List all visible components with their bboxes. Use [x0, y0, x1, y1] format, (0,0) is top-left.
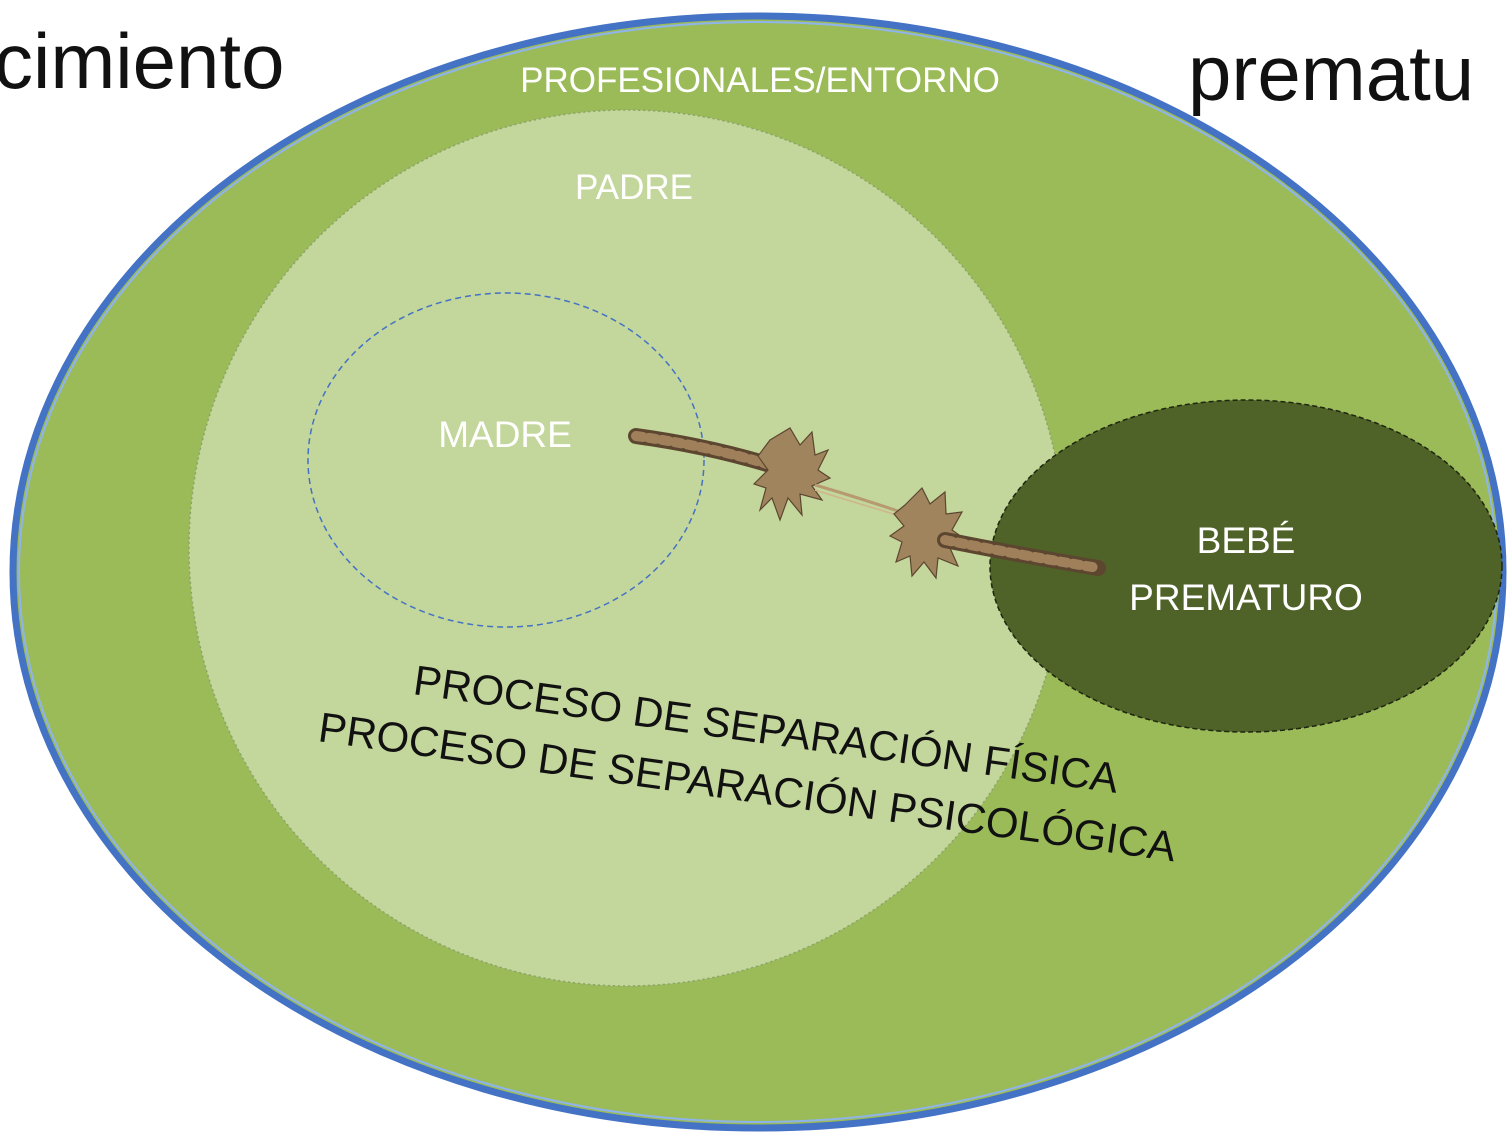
title-right: prematu [1188, 29, 1474, 117]
outer-label: PROFESIONALES/ENTORNO [520, 61, 1000, 100]
baby-label-line1: BEBÉ [1197, 520, 1296, 561]
frayed-rope-icon [628, 427, 1106, 580]
father-label: PADRE [575, 168, 693, 207]
mother-label: MADRE [438, 414, 572, 455]
baby-circle [989, 399, 1503, 733]
title-left: cimiento [0, 17, 284, 105]
mother-circle [307, 292, 705, 628]
baby-label-line2: PREMATURO [1129, 577, 1363, 618]
